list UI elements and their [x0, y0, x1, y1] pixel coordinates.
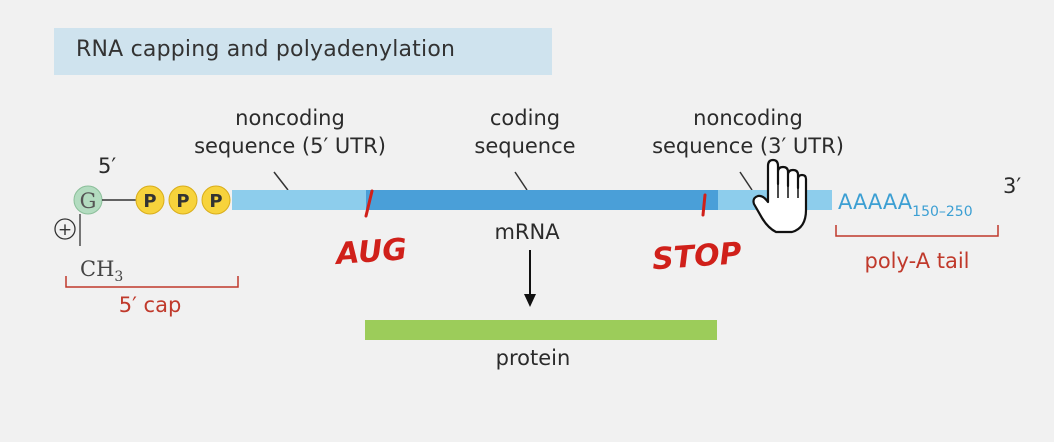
methyl-ch: CH — [80, 257, 114, 281]
phosphate-2 — [168, 185, 198, 215]
methyl-label: CH3 — [80, 257, 123, 285]
protein-label: protein — [496, 346, 571, 370]
coding-line2: sequence — [474, 134, 576, 158]
three-prime-label: 3′ — [1003, 174, 1021, 198]
stop-codon-annotation: STOP — [651, 236, 743, 277]
cap-bracket — [65, 276, 239, 288]
noncoding-3-utr-label: noncoding sequence (3′ UTR) — [628, 104, 868, 160]
diagram-title: RNA capping and polyadenylation — [76, 37, 456, 62]
phosphate-1 — [135, 185, 165, 215]
mrna-label: mRNA — [494, 220, 560, 244]
methyl-subscript: 3 — [114, 269, 123, 285]
coding-sequence-label: coding sequence — [440, 104, 610, 160]
start-codon-annotation: AUG — [333, 232, 408, 272]
noncoding-5-utr-label: noncoding sequence (5′ UTR) — [190, 104, 390, 160]
coding-segment — [366, 190, 718, 210]
polyA-sequence: AAAAA150–250 — [838, 190, 973, 220]
polyA-letters: AAAAA — [838, 190, 913, 214]
hand-cursor-icon — [752, 158, 808, 234]
leader-line-5utr — [273, 171, 289, 191]
coding-line1: coding — [489, 106, 561, 130]
phosphate-3-label: P — [209, 191, 222, 212]
noncoding-3-line1: noncoding — [693, 106, 803, 130]
leader-line-3utr — [739, 171, 753, 191]
start-codon-tick — [364, 189, 374, 218]
leader-line-coding — [514, 171, 528, 191]
title-banner: RNA capping and polyadenylation — [54, 28, 552, 75]
phosphate-2-label: P — [176, 191, 189, 212]
five-prime-label: 5′ — [98, 154, 116, 178]
cap-label: 5′ cap — [119, 293, 182, 317]
translation-arrow-head — [524, 294, 536, 307]
polyA-length: 150–250 — [912, 204, 972, 220]
polyA-bracket — [835, 225, 999, 237]
phosphate-3 — [201, 185, 231, 215]
noncoding-5-line1: noncoding — [235, 106, 345, 130]
utr-5-segment — [232, 190, 366, 210]
noncoding-3-line2: sequence (3′ UTR) — [652, 134, 844, 158]
plus-charge-label: + — [58, 220, 72, 240]
polyA-tail-label: poly-A tail — [865, 249, 970, 273]
noncoding-5-line2: sequence (5′ UTR) — [194, 134, 386, 158]
guanine-label: G — [80, 189, 97, 213]
plus-charge-circle — [54, 218, 76, 240]
stop-codon-tick — [701, 193, 707, 217]
protein-bar — [365, 320, 717, 340]
phosphate-1-label: P — [143, 191, 156, 212]
